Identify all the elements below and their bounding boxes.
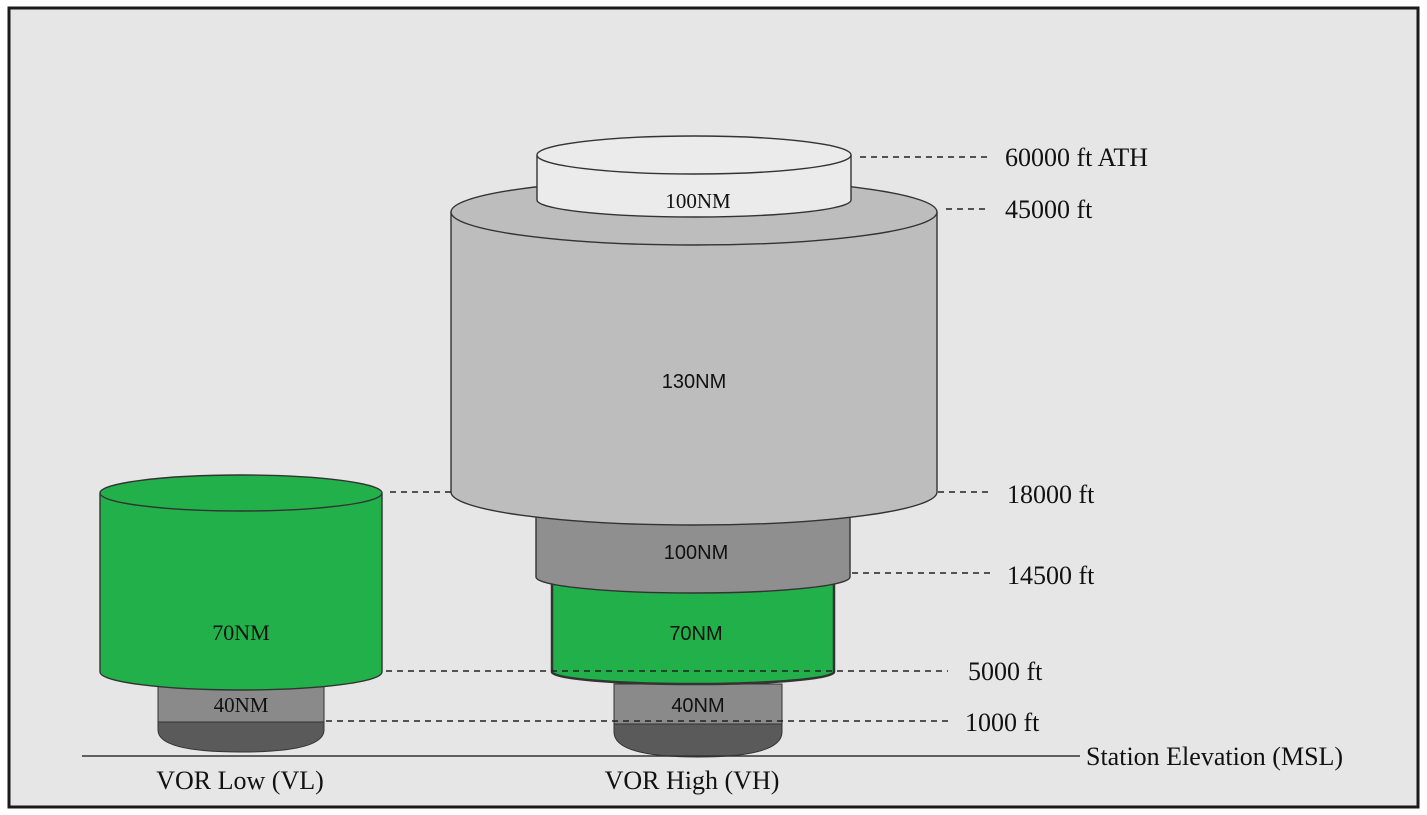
vh-40nm-label: 40NM <box>671 695 724 717</box>
altitude-45000-label: 45000 ft <box>1005 195 1093 224</box>
vh-70nm-cylinder <box>552 583 834 684</box>
vh-base-dome <box>613 723 783 758</box>
altitude-60000-label: 60000 ft ATH <box>1005 143 1148 172</box>
vh-130nm-label: 130NM <box>662 371 726 393</box>
altitude-1000-label: 1000 ft <box>965 708 1040 737</box>
vl-base-dome <box>157 721 325 753</box>
vh-100nm-cylinder <box>536 515 850 593</box>
vl-70nm-cylinder <box>100 493 382 690</box>
vh-130nm-cylinder <box>451 212 937 525</box>
altitude-18000-label: 18000 ft <box>1007 480 1095 509</box>
vl-70nm-label: 70NM <box>212 620 269 645</box>
vor-high-label: VOR High (VH) <box>605 766 780 795</box>
vh-cap-top <box>536 135 852 175</box>
vh-100nm-label: 100NM <box>664 542 728 564</box>
altitude-14500-label: 14500 ft <box>1007 561 1095 590</box>
altitude-5000-label: 5000 ft <box>968 657 1043 686</box>
vl-70nm-top <box>99 474 383 512</box>
vl-40nm-label: 40NM <box>214 693 269 717</box>
vh-70nm-label: 70NM <box>669 623 722 645</box>
vh-cap-label: 100NM <box>665 189 731 213</box>
station-elevation-label: Station Elevation (MSL) <box>1086 742 1343 771</box>
vor-low-label: VOR Low (VL) <box>156 766 324 795</box>
